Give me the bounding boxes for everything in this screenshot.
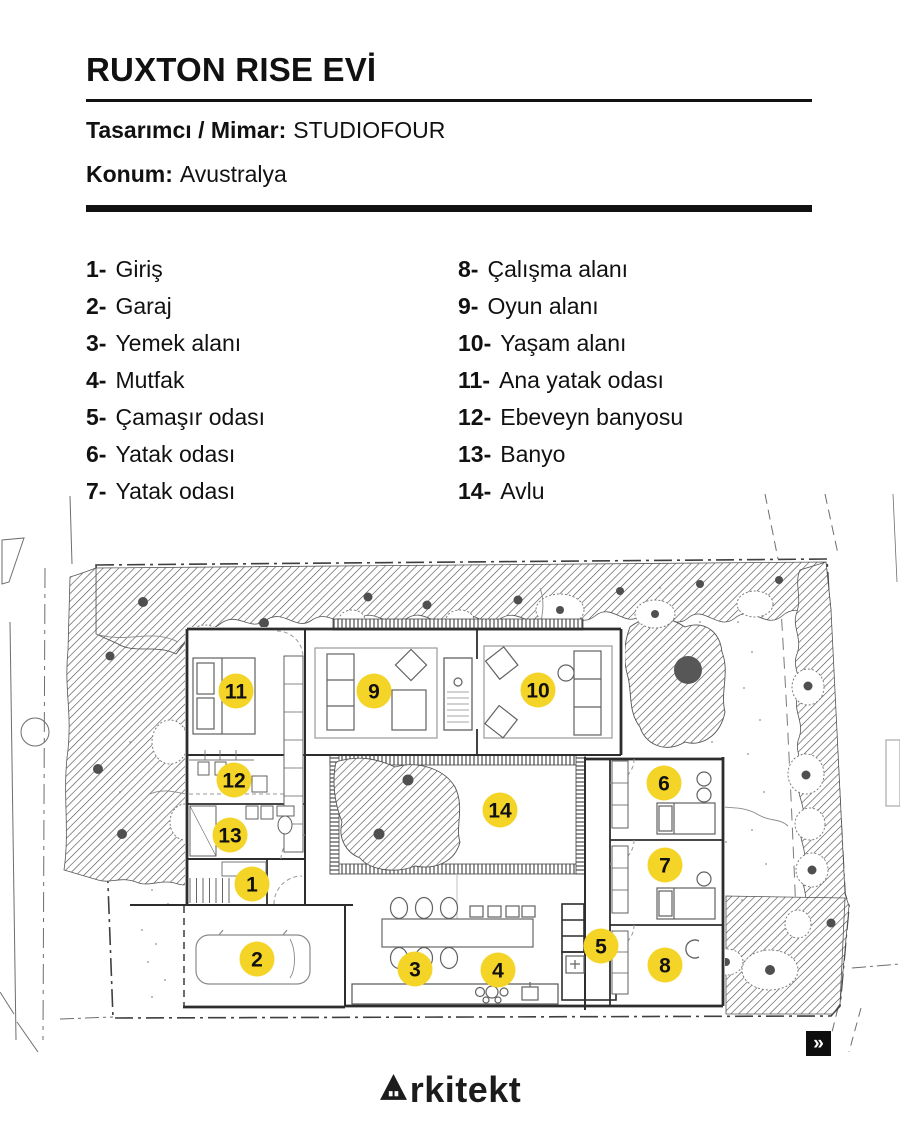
- legend-item-1: 1- Giriş: [86, 251, 426, 288]
- legend-item-11: 11- Ana yatak odası: [458, 362, 812, 399]
- legend-label: Ebeveyn banyosu: [500, 404, 684, 430]
- svg-text:9: 9: [368, 681, 380, 704]
- legend-label: Giriş: [115, 256, 163, 282]
- room-badge-4: 4: [480, 952, 516, 988]
- legend-label: Yatak odası: [115, 478, 236, 504]
- courtyard-tree: [333, 757, 461, 871]
- svg-text:4: 4: [492, 960, 504, 983]
- svg-text:6: 6: [658, 773, 670, 796]
- legend-item-5: 5- Çamaşır odası: [86, 399, 426, 436]
- room-badge-13: 13: [212, 817, 248, 853]
- legend-item-13: 13- Banyo: [458, 436, 812, 473]
- svg-text:8: 8: [659, 955, 671, 978]
- svg-text:2: 2: [251, 949, 263, 972]
- legend-label: Ana yatak odası: [498, 367, 664, 393]
- svg-text:12: 12: [222, 770, 245, 793]
- legend-label: Yatak odası: [115, 441, 236, 467]
- room-badge-2: 2: [239, 941, 275, 977]
- room-badge-9: 9: [356, 673, 392, 709]
- svg-text:1: 1: [246, 874, 258, 897]
- room-badge-1: 1: [234, 866, 270, 902]
- legend-number: 9-: [458, 293, 479, 319]
- legend-label: Yemek alanı: [115, 330, 242, 356]
- room-badge-14: 14: [482, 792, 518, 828]
- room-badge-5: 5: [583, 928, 619, 964]
- legend-number: 11-: [458, 367, 490, 393]
- legend-column-right: 8- Çalışma alanı 9- Oyun alanı 10- Yaşam alan…: [458, 251, 812, 510]
- designer-label: Tasarımcı / Mimar:: [86, 117, 287, 144]
- legend-item-14: 14- Avlu: [458, 473, 812, 510]
- legend-number: 12-: [458, 404, 492, 430]
- room-badge-8: 8: [647, 947, 683, 983]
- legend-number: 13-: [458, 441, 492, 467]
- logo-roof-icon: [379, 1073, 408, 1107]
- legend-number: 3-: [86, 330, 107, 356]
- legend-label: Çalışma alanı: [487, 256, 629, 282]
- legend-item-6: 6- Yatak odası: [86, 436, 426, 473]
- room-badge-10: 10: [520, 672, 556, 708]
- legend-number: 7-: [86, 478, 107, 504]
- legend-label: Yaşam alanı: [500, 330, 627, 356]
- legend-number: 1-: [86, 256, 107, 282]
- legend-item-12: 12- Ebeveyn banyosu: [458, 399, 812, 436]
- room-badge-12: 12: [216, 762, 252, 798]
- legend-item-10: 10- Yaşam alanı: [458, 325, 812, 362]
- vegetation: [63, 561, 850, 1015]
- svg-text:10: 10: [526, 680, 549, 703]
- legend-label: Avlu: [500, 478, 545, 504]
- header-divider: [86, 205, 812, 213]
- legend-number: 8-: [458, 256, 479, 282]
- svg-text:7: 7: [659, 855, 671, 878]
- next-button[interactable]: »: [806, 1031, 831, 1056]
- legend-label: Oyun alanı: [487, 293, 599, 319]
- legend-number: 10-: [458, 330, 492, 356]
- svg-text:3: 3: [409, 959, 421, 982]
- location-label: Konum:: [86, 161, 173, 188]
- legend-item-7: 7- Yatak odası: [86, 473, 426, 510]
- legend-number: 5-: [86, 404, 107, 430]
- svg-text:14: 14: [488, 800, 512, 823]
- legend-label: Banyo: [500, 441, 566, 467]
- legend-label: Garaj: [115, 293, 172, 319]
- location-line: Konum:Avustralya: [86, 160, 812, 190]
- designer-value: STUDIOFOUR: [293, 117, 446, 144]
- legend-item-2: 2- Garaj: [86, 288, 426, 325]
- legend-label: Çamaşır odası: [115, 404, 266, 430]
- header: RUXTON RISE EVİ Tasarımcı / Mimar:STUDIO…: [86, 51, 812, 213]
- legend-number: 6-: [86, 441, 107, 467]
- legend-item-3: 3- Yemek alanı: [86, 325, 426, 362]
- legend-number: 14-: [458, 478, 492, 504]
- room-badge-6: 6: [646, 765, 682, 801]
- designer-line: Tasarımcı / Mimar:STUDIOFOUR: [86, 116, 812, 146]
- legend-number: 4-: [86, 367, 107, 393]
- room-badge-7: 7: [647, 847, 683, 883]
- furniture: [189, 645, 716, 1005]
- legend-label: Mutfak: [115, 367, 185, 393]
- legend-number: 2-: [86, 293, 107, 319]
- legend-item-4: 4- Mutfak: [86, 362, 426, 399]
- footer: rkitekt: [0, 1072, 900, 1108]
- legend-column-left: 1- Giriş 2- Garaj 3- Yemek alanı 4- Mutfak 5- Çam…: [86, 251, 426, 510]
- tree-canopy-dot: [674, 656, 702, 684]
- legend-item-8: 8- Çalışma alanı: [458, 251, 812, 288]
- title-divider: [86, 99, 812, 103]
- svg-text:13: 13: [218, 825, 241, 848]
- logo-text: rkitekt: [409, 1069, 522, 1110]
- page-title: RUXTON RISE EVİ: [86, 51, 377, 88]
- room-badge-11: 11: [218, 673, 254, 709]
- room-badge-3: 3: [397, 951, 433, 987]
- legend-item-9: 9- Oyun alanı: [458, 288, 812, 325]
- svg-text:11: 11: [225, 681, 248, 704]
- location-value: Avustralya: [179, 161, 287, 188]
- svg-text:5: 5: [595, 936, 607, 959]
